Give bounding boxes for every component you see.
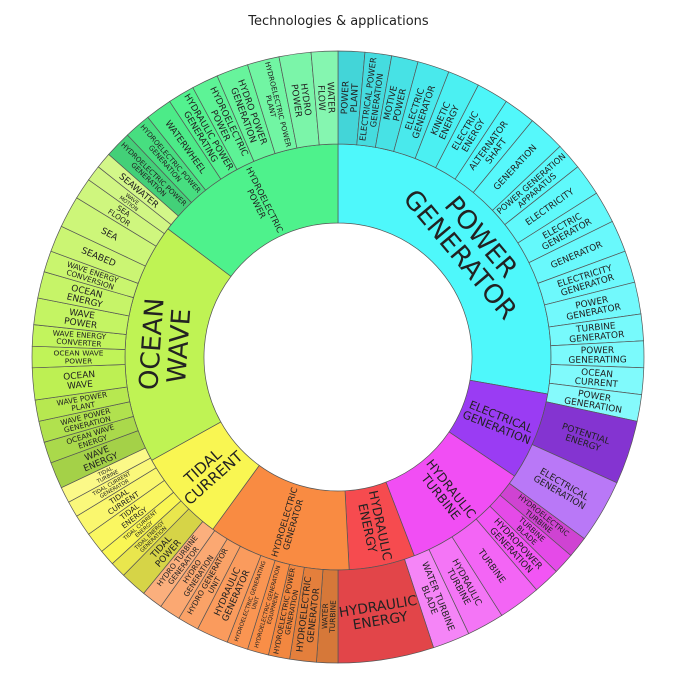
chart-title: Technologies & applications <box>248 14 429 29</box>
segment-label-wave-power: WAVEPOWER <box>63 307 99 331</box>
segment-label-hydro-power: HYDROPOWER <box>288 82 312 118</box>
outer-segment-water-flow[interactable] <box>310 50 339 146</box>
segment-label-power-plant: POWERPLANT <box>340 81 361 115</box>
segment-label-ocean-wave: OCEANWAVE <box>63 370 97 392</box>
segment-label-ocean-current: OCEANCURRENT <box>574 367 619 390</box>
inner-ring: POWERGENERATORELECTRICALGENERATIONHYDRAU… <box>124 143 552 571</box>
segment-label-ocean-wave: OCEANWAVE <box>134 297 198 393</box>
segment-label-water-flow: WATERFLOW <box>315 82 336 114</box>
segment-label-water-turbine: WATERTURBINE <box>320 599 338 633</box>
segment-label-wave-energy-converter: WAVE ENERGYCONVERTER <box>52 329 107 350</box>
